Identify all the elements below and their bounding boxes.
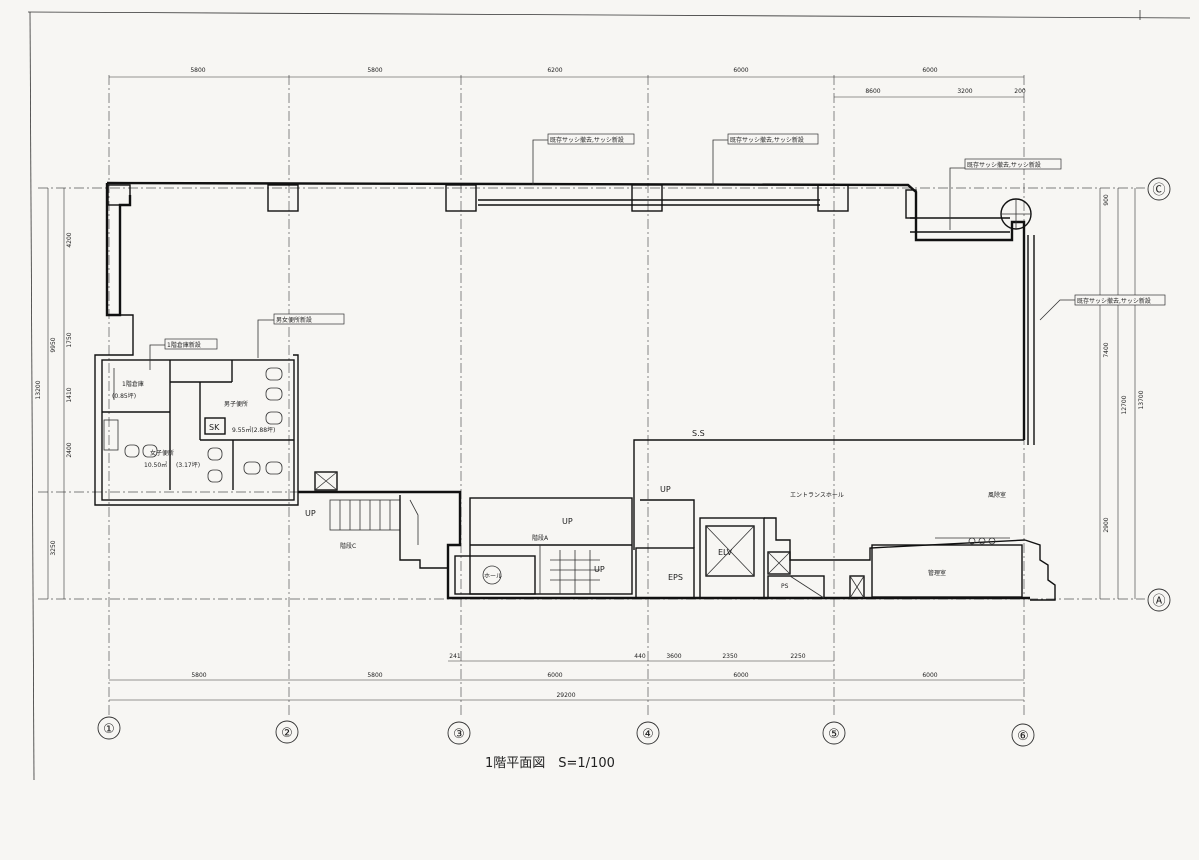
annotation-sash-1: 既存サッシ撤去,サッシ新設 [550,136,624,144]
room-management: 管理室 [928,569,946,577]
dim-left-2: 1750 [66,332,73,347]
axis-col-1: ① [103,722,115,737]
left-dimensions: 4200 1750 1410 2400 3250 13200 9950 [35,232,73,555]
dim-left-4: 2400 [66,442,73,457]
dim-right-overall: 13700 [1138,390,1145,409]
room-lobby: 風除室 [988,491,1006,499]
dim-left-total: 13200 [35,380,42,399]
room-womens-wc: 女子便所 [150,449,174,457]
room-ps: PS [781,583,789,590]
dim-top-1: 5800 [190,67,205,74]
sheet-border [27,10,1191,781]
exterior-walls [94,181,1056,601]
dim-top-sub-3: 200 [1014,88,1026,95]
dim-top-3: 6200 [547,67,562,74]
top-dimensions: 5800 5800 6200 6000 6000 8600 3200 200 [190,67,1026,95]
room-stair-c: 階段C [340,542,356,550]
dim-bottom-sub-3: 3600 [666,653,681,660]
dim-left-5: 3250 [50,540,57,555]
annotation-tags: 1階倉庫新設 男女便所新設 既存サッシ撤去,サッシ新設 既存サッシ撤去,サッシ新… [164,133,1166,350]
core [635,499,1026,599]
dim-top-sub-1: 8600 [865,88,880,95]
room-eps: EPS [668,573,683,582]
row-bubbles: Ⓒ Ⓐ [1147,177,1171,612]
dim-bottom-5: 6000 [922,672,937,679]
room-area-label-2: 10.50㎡ [144,461,167,469]
dim-right-1: 900 [1103,194,1110,206]
axis-col-5: ⑤ [828,727,840,742]
dim-top-sub-2: 3200 [957,88,972,95]
dim-bottom-sub-1: 241 [449,653,461,660]
bottom-dimensions: 5800 5800 6000 6000 6000 29200 241 440 3… [191,653,937,699]
dim-bottom-4: 6000 [733,672,748,679]
dim-left-sub: 9950 [50,337,57,352]
room-labels: 1階倉庫 (0.85坪) 男子便所 9.55㎡(2.88坪) 女子便所 (3.1… [112,380,1006,590]
dim-top-2: 5800 [367,67,382,74]
stair-a [454,497,633,595]
up-label-4: UP [660,485,671,494]
leader-lines [149,139,1075,370]
room-mens-wc: 男子便所 [224,400,248,408]
room-entrance-hall: エントランスホール [790,492,844,499]
room-womens-area: (3.17坪) [176,461,200,469]
axis-col-4: ④ [642,727,654,742]
dim-bottom-3: 6000 [547,672,562,679]
dim-bottom-sub-2: 440 [634,653,646,660]
dim-right-2: 7400 [1103,342,1110,357]
annotation-sash-2: 既存サッシ撤去,サッシ新設 [730,136,804,144]
right-dimensions: 900 7400 2900 12700 13700 [1103,194,1145,533]
stair-c [329,495,448,569]
annotation-sash-3: 既存サッシ撤去,サッシ新設 [967,161,1041,169]
room-elevator: ELV [718,548,733,557]
dim-left-3: 1410 [66,387,73,402]
axis-col-2: ② [281,726,293,741]
room-stair-a: 階段A [532,534,549,542]
dim-bottom-sub-4: 2350 [722,653,737,660]
column-bubbles: ① ② ③ ④ ⑤ ⑥ [97,716,1035,747]
dim-bottom-total: 29200 [556,692,575,699]
axis-col-3: ③ [453,727,465,742]
dim-bottom-sub-5: 2250 [790,653,805,660]
dimension-lines [47,76,1136,701]
annotation-sash-4: 既存サッシ撤去,サッシ新設 [1077,297,1151,305]
room-sk: SK [209,423,220,432]
dim-bottom-1: 5800 [191,672,206,679]
dim-right-total: 12700 [1121,395,1128,414]
up-label-1: UP [305,509,316,518]
annotation-storage: 1階倉庫新設 [167,341,201,349]
axis-row-c: Ⓒ [1152,183,1165,198]
room-area-label: 9.55㎡(2.88坪) [232,426,275,434]
dim-bottom-2: 5800 [367,672,382,679]
ss-label: S.S [692,429,705,438]
axis-col-6: ⑥ [1017,729,1029,744]
drawing-title: 1階平面図 S=1/100 [485,756,615,771]
room-hall: ホール [484,573,502,580]
management-room [871,537,1023,598]
dim-top-4: 6000 [733,67,748,74]
up-label-3: UP [594,565,605,574]
dim-top-5: 6000 [922,67,937,74]
grid-lines [38,75,1145,715]
room-storage-area: (0.85坪) [112,392,136,400]
dim-right-3: 2900 [1103,517,1110,532]
room-storage-label: 1階倉庫 [122,380,144,388]
up-label-2: UP [562,517,573,526]
dim-left-1: 4200 [66,232,73,247]
axis-row-a: Ⓐ [1152,594,1165,609]
annotation-toilet: 男女便所新設 [276,316,312,324]
toilet-block [101,359,338,501]
columns [107,184,917,219]
